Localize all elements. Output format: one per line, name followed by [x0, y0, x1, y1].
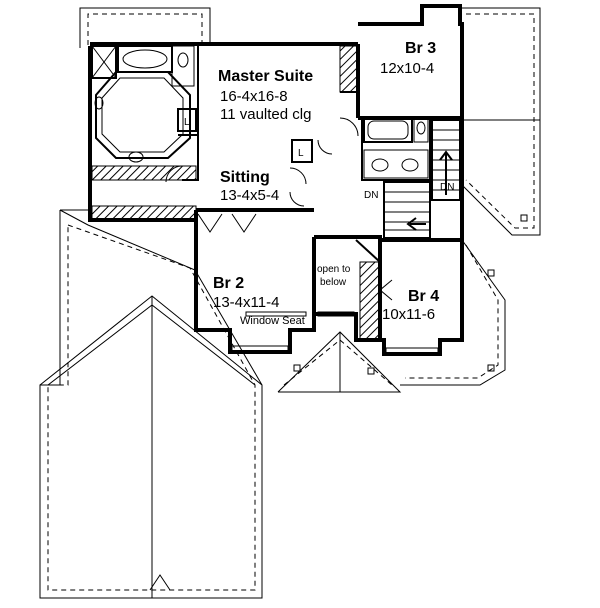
sitting-name: Sitting: [220, 169, 270, 186]
bathroom-fixtures: [91, 45, 429, 179]
master-suite-size: 16-4x16-8: [220, 88, 288, 105]
br3-name: Br 3: [405, 40, 436, 57]
master-suite-note: 11 vaulted clg: [220, 106, 311, 123]
open-to-below-line2: below: [320, 277, 347, 288]
br2-window-seat: Window Seat: [240, 315, 305, 327]
linen-closet-master: L: [184, 117, 190, 128]
closet-hatching: [91, 45, 381, 341]
doors: [165, 91, 393, 301]
open-to-below-line1: open to: [317, 264, 351, 275]
windows: [231, 311, 439, 355]
room-labels: Master Suite 16-4x16-8 11 vaulted clg Si…: [184, 40, 454, 327]
br3-size: 12x10-4: [380, 60, 434, 77]
br4-size: 10x11-6: [382, 306, 435, 323]
stairs: [383, 119, 461, 239]
br4-name: Br 4: [408, 288, 439, 305]
br2-size: 13-4x11-4: [213, 294, 279, 311]
roof-outline: [39, 7, 541, 599]
stair-down-label-left: DN: [364, 190, 378, 201]
br2-name: Br 2: [213, 275, 244, 292]
linen-closet-sitting: L: [298, 148, 304, 159]
master-suite-name: Master Suite: [218, 68, 313, 85]
sitting-size: 13-4x5-4: [220, 187, 279, 204]
stair-down-label-right: DN: [440, 182, 454, 193]
